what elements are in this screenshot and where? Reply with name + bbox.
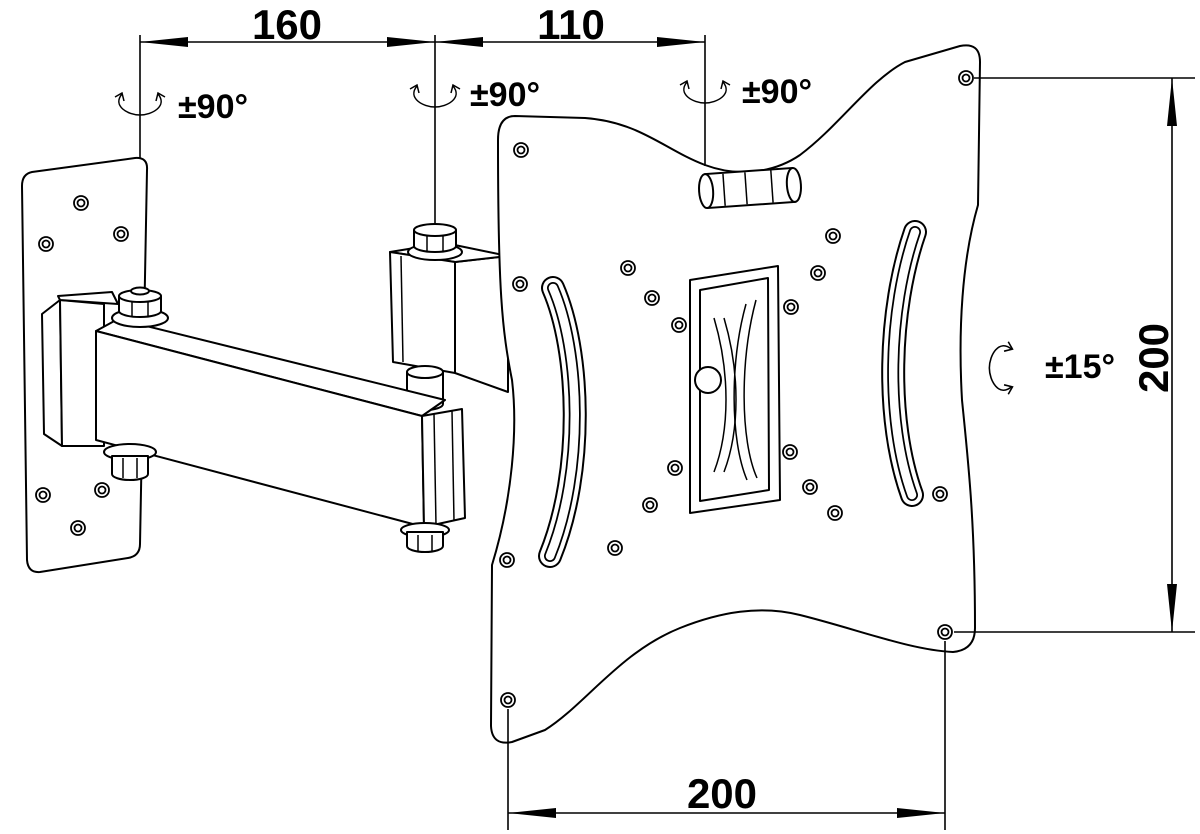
- vesa-hole: [607, 540, 623, 556]
- upper-arm-edge-line: [400, 255, 404, 363]
- vesa-hole: [642, 497, 658, 513]
- arrowhead: [508, 808, 556, 818]
- vesa-hole: [932, 486, 948, 502]
- nut-top: [413, 223, 457, 237]
- rotation-label-plate-pivot: ±90°: [742, 73, 812, 111]
- wall-plate-hole: [70, 520, 86, 536]
- arrowhead: [897, 808, 945, 818]
- tilt-pivot: [694, 366, 722, 394]
- nut-body: [111, 455, 149, 481]
- bubble-level-body: [703, 166, 797, 210]
- wall-bracket-side: [41, 299, 63, 447]
- vesa-hole: [499, 552, 515, 568]
- bubble-level-end: [698, 173, 715, 210]
- dimension-label-horizontal: 200: [687, 770, 757, 817]
- lower-arm-end-block: [421, 408, 466, 528]
- arrowhead: [435, 37, 483, 47]
- bubble-level-mark: [722, 173, 726, 206]
- vesa-hole: [671, 317, 687, 333]
- wall-bracket: [41, 291, 119, 447]
- vesa-hole: [937, 624, 953, 640]
- tilt-bracket-curve: [723, 317, 737, 473]
- right-mounting-slot: [881, 220, 927, 507]
- bubble-level-end: [785, 166, 802, 203]
- tilt-bracket: [689, 265, 781, 514]
- rotation-label-arm-pivot: ±90°: [470, 76, 540, 114]
- vesa-hole: [825, 228, 841, 244]
- rotation-label-wall-pivot: ±90°: [178, 88, 248, 126]
- arrowhead: [140, 37, 188, 47]
- bubble-level: [698, 166, 802, 210]
- arrowhead: [1167, 78, 1177, 126]
- tilt-bracket-curve: [743, 299, 758, 479]
- wall-plate-hole: [35, 487, 51, 503]
- vesa-hole: [810, 265, 826, 281]
- dimension-label-arm-1: 160: [252, 1, 322, 48]
- wall-plate-hole: [94, 482, 110, 498]
- vesa-hole: [513, 142, 529, 158]
- tilt-label: ±15°: [1045, 348, 1115, 386]
- wall-pivot-bottom-nut: [103, 443, 157, 481]
- horizontal-dimension: 200: [507, 641, 946, 830]
- vertical-dimension: 200: [954, 77, 1195, 633]
- arm-pivot-bottom-nut: [400, 522, 450, 553]
- arm-pivot-top-nut: [407, 223, 463, 261]
- vesa-hole: [827, 505, 843, 521]
- bolt-tip: [130, 286, 150, 296]
- bubble-level-mark: [770, 170, 774, 203]
- tilt-arrow-icon: [988, 341, 1014, 395]
- lower-arm-end-line: [433, 413, 437, 526]
- arrowhead: [657, 37, 705, 47]
- arrowhead: [387, 37, 435, 47]
- vesa-hole: [667, 460, 683, 476]
- vesa-hole: [802, 479, 818, 495]
- bubble-level-mark: [744, 172, 748, 205]
- dimension-label-vertical: 200: [1130, 323, 1177, 393]
- arrowhead: [1167, 584, 1177, 632]
- wall-plate-hole: [38, 236, 54, 252]
- top-dimension: 160 110: [139, 1, 706, 224]
- vesa-hole: [644, 290, 660, 306]
- wall-plate-hole: [73, 195, 89, 211]
- vesa-hole: [512, 276, 528, 292]
- tilt-bracket-curve: [733, 303, 748, 481]
- lower-arm-end-line: [451, 410, 455, 522]
- vesa-hole: [958, 70, 974, 86]
- tilt-bracket-curve: [713, 317, 727, 473]
- rotation-arrow-icon: [114, 91, 166, 116]
- wall-pivot-top-nut: [111, 286, 169, 328]
- rotation-arrow-icon: [409, 83, 461, 108]
- lower-arm: [95, 318, 466, 528]
- nut-body: [406, 531, 444, 553]
- pivot-spacer-top: [406, 365, 444, 379]
- dimension-label-arm-2: 110: [537, 1, 605, 48]
- left-mounting-slot: [538, 276, 587, 568]
- vesa-hole: [782, 444, 798, 460]
- upper-arm-front-face: [389, 251, 456, 374]
- wall-plate-hole: [113, 226, 129, 242]
- vesa-hole: [620, 260, 636, 276]
- vesa-hole: [783, 299, 799, 315]
- vesa-hole: [500, 692, 516, 708]
- vesa-plate: [490, 44, 981, 744]
- rotation-arrow-icon: [679, 79, 731, 104]
